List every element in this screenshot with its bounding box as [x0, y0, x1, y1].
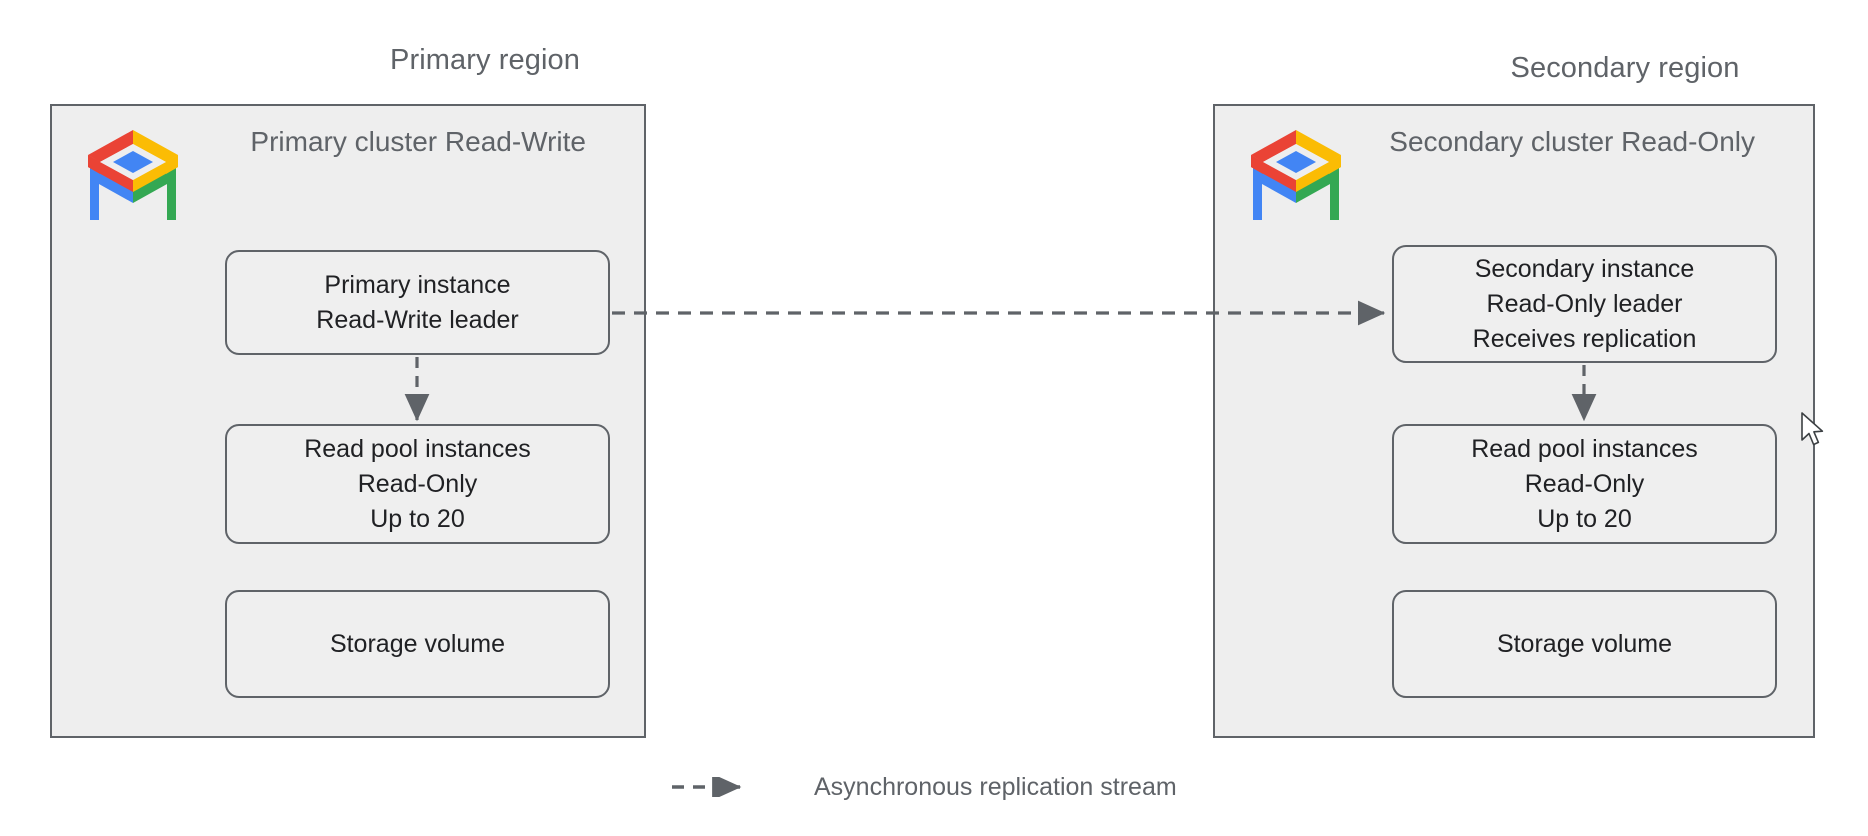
primary-region-title: Primary region [390, 44, 580, 76]
legend-dashed-arrow-icon [672, 777, 742, 797]
node-secondary-read-pool[interactable]: Read pool instances Read-Only Up to 20 [1392, 424, 1777, 544]
mouse-pointer-icon [1801, 412, 1824, 446]
primary-cluster-heading-line2: Read-Write [444, 126, 586, 157]
legend: Asynchronous replication stream [670, 770, 1177, 804]
node-line: Secondary instance [1474, 254, 1695, 283]
node-line: Up to 20 [1537, 504, 1632, 533]
node-line: Storage volume [1496, 629, 1673, 658]
node-line: Read-Only leader [1486, 289, 1683, 318]
primary-cluster-heading-line1: Primary cluster [250, 126, 438, 157]
alloydb-logo-icon [80, 124, 186, 224]
node-primary-storage-volume[interactable]: Storage volume [225, 590, 610, 698]
node-line: Read pool instances [304, 434, 531, 463]
node-line: Up to 20 [370, 504, 465, 533]
node-primary-instance[interactable]: Primary instance Read-Write leader [225, 250, 610, 355]
secondary-cluster-heading: Secondary cluster Read-Only [1389, 124, 1755, 160]
node-primary-read-pool[interactable]: Read pool instances Read-Only Up to 20 [225, 424, 610, 544]
legend-label: Asynchronous replication stream [814, 772, 1177, 801]
secondary-cluster-heading-line2: Read-Only [1621, 126, 1755, 157]
node-line: Read-Only [1524, 469, 1645, 498]
node-secondary-instance[interactable]: Secondary instance Read-Only leader Rece… [1392, 245, 1777, 363]
node-secondary-storage-volume[interactable]: Storage volume [1392, 590, 1777, 698]
node-line: Read-Write leader [316, 305, 519, 334]
secondary-region-title: Secondary region [1510, 52, 1740, 84]
alloydb-logo-icon [1243, 124, 1349, 224]
node-line: Receives replication [1472, 324, 1697, 353]
node-line: Read-Only [357, 469, 478, 498]
node-line: Primary instance [324, 270, 511, 299]
secondary-cluster-heading-line1: Secondary cluster [1389, 126, 1614, 157]
node-line: Read pool instances [1471, 434, 1698, 463]
node-line: Storage volume [329, 629, 506, 658]
primary-cluster-heading: Primary cluster Read-Write [250, 124, 586, 160]
